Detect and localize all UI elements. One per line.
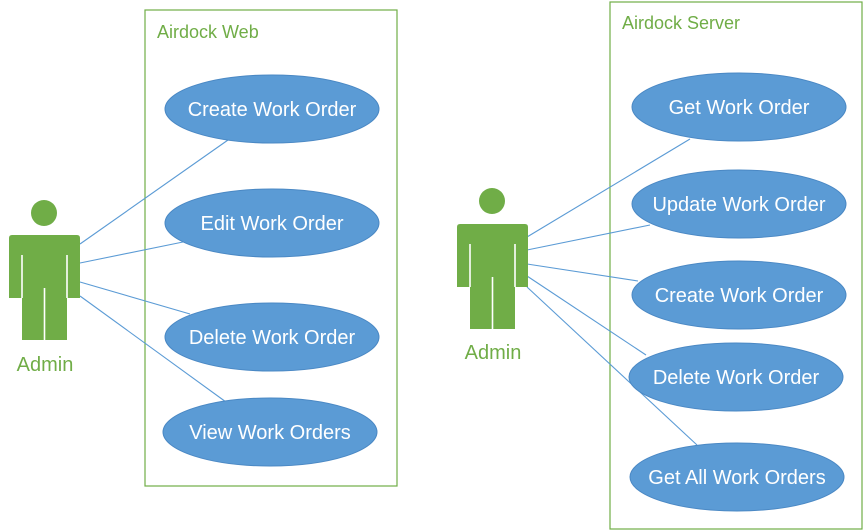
web-section: Airdock Web Admin Create Work Order Edit… [9,9,398,487]
server-use-case-ellipse [629,442,845,512]
web-association-line [79,281,191,315]
web-use-case-label: Edit Work Order [201,213,344,235]
server-association-line [526,224,651,251]
server-use-case: Update Work Order [631,169,847,239]
web-use-case-ellipse [164,188,380,258]
server-actor-body-icon [457,224,528,329]
web-association-line [79,139,229,245]
web-actor-body-icon [9,235,80,340]
web-use-case-label: View Work Orders [189,422,351,444]
server-use-case-label: Get All Work Orders [648,467,825,489]
server-association-line [526,286,698,446]
web-use-case: Edit Work Order [164,188,380,258]
web-actor: Admin [9,200,80,376]
web-system-boundary [144,9,398,487]
server-use-case: Get Work Order [631,72,847,142]
web-actor-head-icon [31,200,57,226]
web-use-case: Create Work Order [164,74,380,144]
web-use-case-ellipse [164,74,380,144]
server-system-boundary [609,1,863,530]
server-association-line [526,275,647,356]
web-system-title: Airdock Web [157,22,259,42]
server-use-case: Create Work Order [631,260,847,330]
server-use-case-label: Get Work Order [669,97,810,119]
web-association-line [79,241,184,264]
server-use-case: Delete Work Order [628,342,844,412]
server-use-case-label: Update Work Order [652,194,825,216]
server-use-case-label: Delete Work Order [653,367,820,389]
server-use-case-label: Create Work Order [655,285,824,307]
server-use-case-ellipse [631,169,847,239]
server-system-title: Airdock Server [622,13,740,33]
server-association-line [526,138,691,238]
web-use-case: Delete Work Order [164,302,380,372]
web-use-case-label: Create Work Order [188,99,357,121]
server-section: Airdock Server Admin Get Work Order Upda… [457,1,863,530]
web-use-case: View Work Orders [162,397,378,467]
web-actor-label: Admin [17,354,74,376]
server-association-line [526,263,639,282]
web-use-case-ellipse [164,302,380,372]
server-actor: Admin [457,188,528,364]
web-association-line [79,295,227,403]
web-use-case-label: Delete Work Order [189,327,356,349]
server-use-case-ellipse [628,342,844,412]
server-actor-head-icon [479,188,505,214]
web-use-case-ellipse [162,397,378,467]
server-use-case: Get All Work Orders [629,442,845,512]
server-use-case-ellipse [631,260,847,330]
server-actor-label: Admin [465,342,522,364]
server-use-case-ellipse [631,72,847,142]
